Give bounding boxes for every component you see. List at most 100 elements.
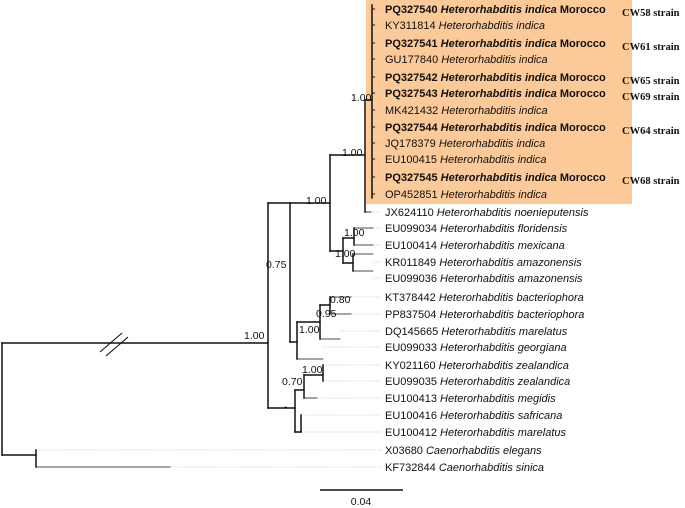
strain-label: CW61 strain: [622, 42, 680, 53]
support-value: 1.00: [344, 227, 365, 239]
accession-number: GU177840: [385, 54, 441, 66]
taxon-label: JQ178379 Heterorhabditis indica: [385, 138, 545, 150]
accession-number: EU099033: [385, 342, 440, 354]
support-value: 0.80: [330, 294, 351, 306]
species-name: Heterorhabditis indica: [441, 105, 547, 117]
strain-label: CW64 strain: [622, 126, 680, 137]
species-name: Heterorhabditis noenieputensis: [437, 207, 589, 219]
taxon-label: PQ327540 Heterorhabditis indica Morocco: [385, 4, 606, 16]
species-name: Heterorhabditis bacteriophora: [439, 292, 584, 304]
support-value: 1.00: [302, 364, 323, 376]
species-name: Heterorhabditis indica: [441, 88, 557, 100]
species-name: Heterorhabditis indica: [440, 154, 546, 166]
accession-number: PQ327542: [385, 72, 441, 84]
taxon-label: PQ327541 Heterorhabditis indica Morocco: [385, 38, 606, 50]
species-name: Heterorhabditis amazonensis: [440, 273, 583, 285]
species-name: Heterorhabditis bacteriophora: [439, 309, 584, 321]
taxon-label: EU100414 Heterorhabditis mexicana: [385, 240, 565, 252]
accession-number: PQ327540: [385, 4, 441, 16]
taxon-label: X03680 Caenorhabditis elegans: [385, 445, 542, 457]
country-name: Morocco: [557, 122, 606, 134]
species-name: Heterorhabditis indica: [441, 122, 557, 134]
accession-number: PQ327543: [385, 88, 441, 100]
taxon-label: KY021160 Heterorhabditis zealandica: [385, 360, 569, 372]
branch-break-marker: [99, 332, 129, 357]
accession-number: KY021160: [385, 360, 439, 372]
species-name: Heterorhabditis safricana: [440, 410, 562, 422]
accession-number: PQ327541: [385, 38, 441, 50]
species-name: Heterorhabditis indica: [441, 54, 547, 66]
species-name: Heterorhabditis indica: [441, 72, 557, 84]
species-name: Heterorhabditis megidis: [440, 393, 556, 405]
tip-guide-lines: [36, 8, 382, 468]
species-name: Heterorhabditis indica: [441, 38, 557, 50]
accession-number: KR011849: [385, 257, 439, 269]
taxon-label: EU100416 Heterorhabditis safricana: [385, 410, 562, 422]
species-name: Heterorhabditis amazonensis: [439, 257, 582, 269]
species-name: Caenorhabditis sinica: [439, 462, 544, 474]
taxon-label: EU099034 Heterorhabditis floridensis: [385, 223, 568, 235]
accession-number: EU100413: [385, 393, 440, 405]
species-name: Heterorhabditis indica: [441, 172, 557, 184]
accession-number: EU100412: [385, 427, 440, 439]
support-value: 0.70: [282, 376, 303, 388]
taxon-label: KY311814 Heterorhabditis indica: [385, 20, 545, 32]
species-name: Heterorhabditis indica: [441, 189, 547, 201]
support-value: 1.00: [342, 147, 363, 159]
support-value: 1.00: [306, 195, 327, 207]
taxon-label: KT378442 Heterorhabditis bacteriophora: [385, 292, 584, 304]
species-name: Heterorhabditis indica: [439, 138, 545, 150]
taxon-label: GU177840 Heterorhabditis indica: [385, 54, 548, 66]
support-value: 1.00: [299, 324, 320, 336]
country-name: Morocco: [557, 72, 606, 84]
support-values: 1.00 1.00 1.00 1.00 1.00 0.75 1.00 0.80 0.95 1.00…: [244, 92, 372, 413]
taxon-label: EU100412 Heterorhabditis marelatus: [385, 427, 566, 439]
accession-number: X03680: [385, 445, 426, 457]
accession-number: EU099036: [385, 273, 440, 285]
country-name: Morocco: [557, 172, 606, 184]
accession-number: PQ327544: [385, 122, 441, 134]
support-value: -: [284, 401, 288, 413]
taxon-label: PQ327544 Heterorhabditis indica Morocco: [385, 122, 606, 134]
taxon-label: EU100415 Heterorhabditis indica: [385, 154, 546, 166]
accession-number: EU099035: [385, 376, 440, 388]
species-name: Heterorhabditis zealandica: [439, 360, 569, 372]
species-name: Heterorhabditis zealandica: [440, 376, 570, 388]
accession-number: EU100415: [385, 154, 440, 166]
support-value: 0.95: [316, 308, 337, 320]
strain-label: CW69 strain: [622, 92, 680, 103]
accession-number: OP452851: [385, 189, 441, 201]
species-name: Caenorhabditis elegans: [426, 445, 542, 457]
taxon-label: PQ327542 Heterorhabditis indica Morocco: [385, 72, 606, 84]
species-name: Heterorhabditis marelatus: [440, 427, 566, 439]
tree-branches: [1, 4, 375, 468]
accession-number: KY311814: [385, 20, 439, 32]
accession-number: EU100416: [385, 410, 440, 422]
taxon-label: PQ327543 Heterorhabditis indica Morocco: [385, 88, 606, 100]
accession-number: DQ145665: [385, 326, 441, 338]
morocco-clade-highlight: [366, 0, 632, 204]
accession-number: MK421432: [385, 105, 441, 117]
taxon-label: EU099036 Heterorhabditis amazonensis: [385, 273, 583, 285]
taxon-label: EU099035 Heterorhabditis zealandica: [385, 376, 570, 388]
scale-bar: 0.04: [320, 489, 403, 508]
species-name: Heterorhabditis floridensis: [440, 223, 568, 235]
taxon-label: EU099033 Heterorhabditis georgiana: [385, 342, 567, 354]
support-value: 0.75: [266, 259, 287, 271]
support-value: 1.00: [244, 330, 265, 342]
taxon-label: MK421432 Heterorhabditis indica: [385, 105, 548, 117]
break-slash: [105, 336, 129, 357]
species-name: Heterorhabditis marelatus: [441, 326, 567, 338]
taxon-label: DQ145665 Heterorhabditis marelatus: [385, 326, 568, 338]
accession-number: EU099034: [385, 223, 440, 235]
taxon-label: PQ327545 Heterorhabditis indica Morocco: [385, 172, 606, 184]
support-value: 1.00: [351, 92, 372, 104]
accession-number: PP837504: [385, 309, 439, 321]
accession-number: KF732844: [385, 462, 439, 474]
species-name: Heterorhabditis mexicana: [440, 240, 565, 252]
strain-label: CW65 strain: [622, 76, 680, 87]
accession-number: JQ178379: [385, 138, 439, 150]
taxon-label: JX624110 Heterorhabditis noenieputensis: [385, 207, 589, 219]
